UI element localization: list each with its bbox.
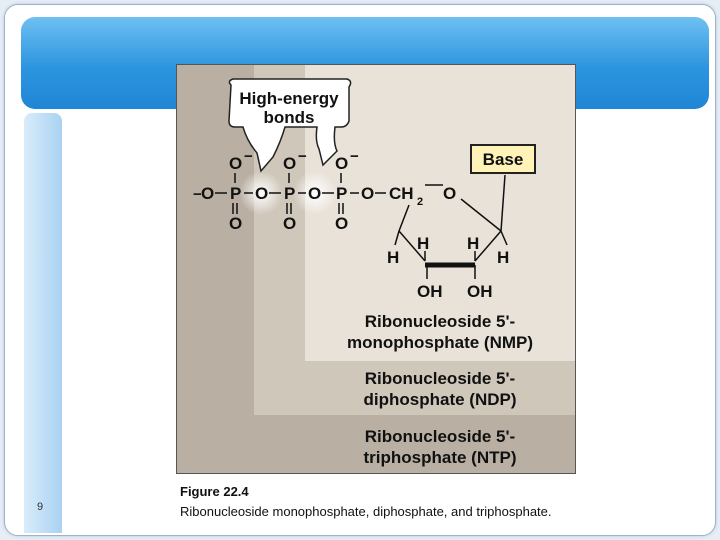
base-label: Base (483, 150, 524, 169)
left-accent-strip (24, 113, 62, 533)
phosphate-3-top-charge: − (350, 148, 359, 165)
caption-title: Figure 22.4 (180, 484, 249, 499)
callout-line-2: bonds (264, 108, 315, 127)
base-box (470, 144, 536, 174)
bond-glow-2 (293, 171, 337, 215)
phosphate-3-top-oxygen: O (335, 154, 348, 173)
label-ndp-line-1: Ribonucleoside 5'- (364, 369, 516, 388)
ch2-group: CH (389, 184, 414, 203)
phosphate-bonds (215, 173, 386, 214)
label-ntp-line-2: triphosphate (NTP) (363, 448, 517, 467)
phosphate-2-top-oxygen: O (283, 154, 296, 173)
phosphate-1-top-oxygen: O (229, 154, 242, 173)
terminal-charge: − (193, 186, 202, 203)
phosphate-3-bottom-oxygen: O (335, 214, 348, 233)
phosphorus-3: P (336, 184, 347, 203)
caption-text: Ribonucleoside monophosphate, diphosphat… (180, 504, 552, 519)
ribose-ring (394, 174, 508, 279)
label-nmp: Ribonucleoside 5'- monophosphate (NMP) (315, 311, 565, 353)
phosphate-1-bottom-oxygen: O (229, 214, 242, 233)
bridge-oxygen-1: O (255, 184, 268, 203)
bond-glow-1 (239, 171, 283, 215)
ring-h-inner-left: H (417, 234, 429, 253)
callout-line-1: High-energy (239, 89, 339, 108)
phosphate-1-top-charge: − (244, 148, 253, 165)
label-ntp: Ribonucleoside 5'- triphosphate (NTP) (315, 426, 565, 468)
ring-h-left: H (387, 248, 399, 267)
figure-panel: High-energy bonds Base O − O − O − − O P… (176, 64, 576, 474)
phosphorus-1: P (230, 184, 241, 203)
label-ndp: Ribonucleoside 5'- diphosphate (NDP) (315, 368, 565, 410)
slide-number: 9 (36, 501, 44, 513)
ring-oh-right: OH (467, 282, 493, 301)
label-ntp-line-1: Ribonucleoside 5'- (364, 427, 516, 446)
structure-diagram: High-energy bonds Base O − O − O − − O P… (193, 78, 536, 301)
ch2-subscript: 2 (417, 196, 423, 208)
label-nmp-line-1: Ribonucleoside 5'- (364, 312, 516, 331)
ring-h-inner-right: H (467, 234, 479, 253)
label-ndp-line-2: diphosphate (NDP) (363, 390, 517, 409)
ester-oxygen: O (361, 184, 374, 203)
phosphorus-2: P (284, 184, 295, 203)
terminal-oxygen: O (201, 184, 214, 203)
bridge-oxygen-2: O (308, 184, 321, 203)
figure-caption: Figure 22.4 Ribonucleoside monophosphate… (180, 484, 620, 519)
ring-oh-left: OH (417, 282, 443, 301)
high-energy-callout (228, 78, 352, 173)
label-nmp-line-2: monophosphate (NMP) (346, 333, 534, 352)
ring-h-right: H (497, 248, 509, 267)
phosphate-2-top-charge: − (298, 148, 307, 165)
nmp-background-band (305, 65, 575, 361)
phosphate-2-bottom-oxygen: O (283, 214, 296, 233)
ring-oxygen: O (443, 184, 456, 203)
